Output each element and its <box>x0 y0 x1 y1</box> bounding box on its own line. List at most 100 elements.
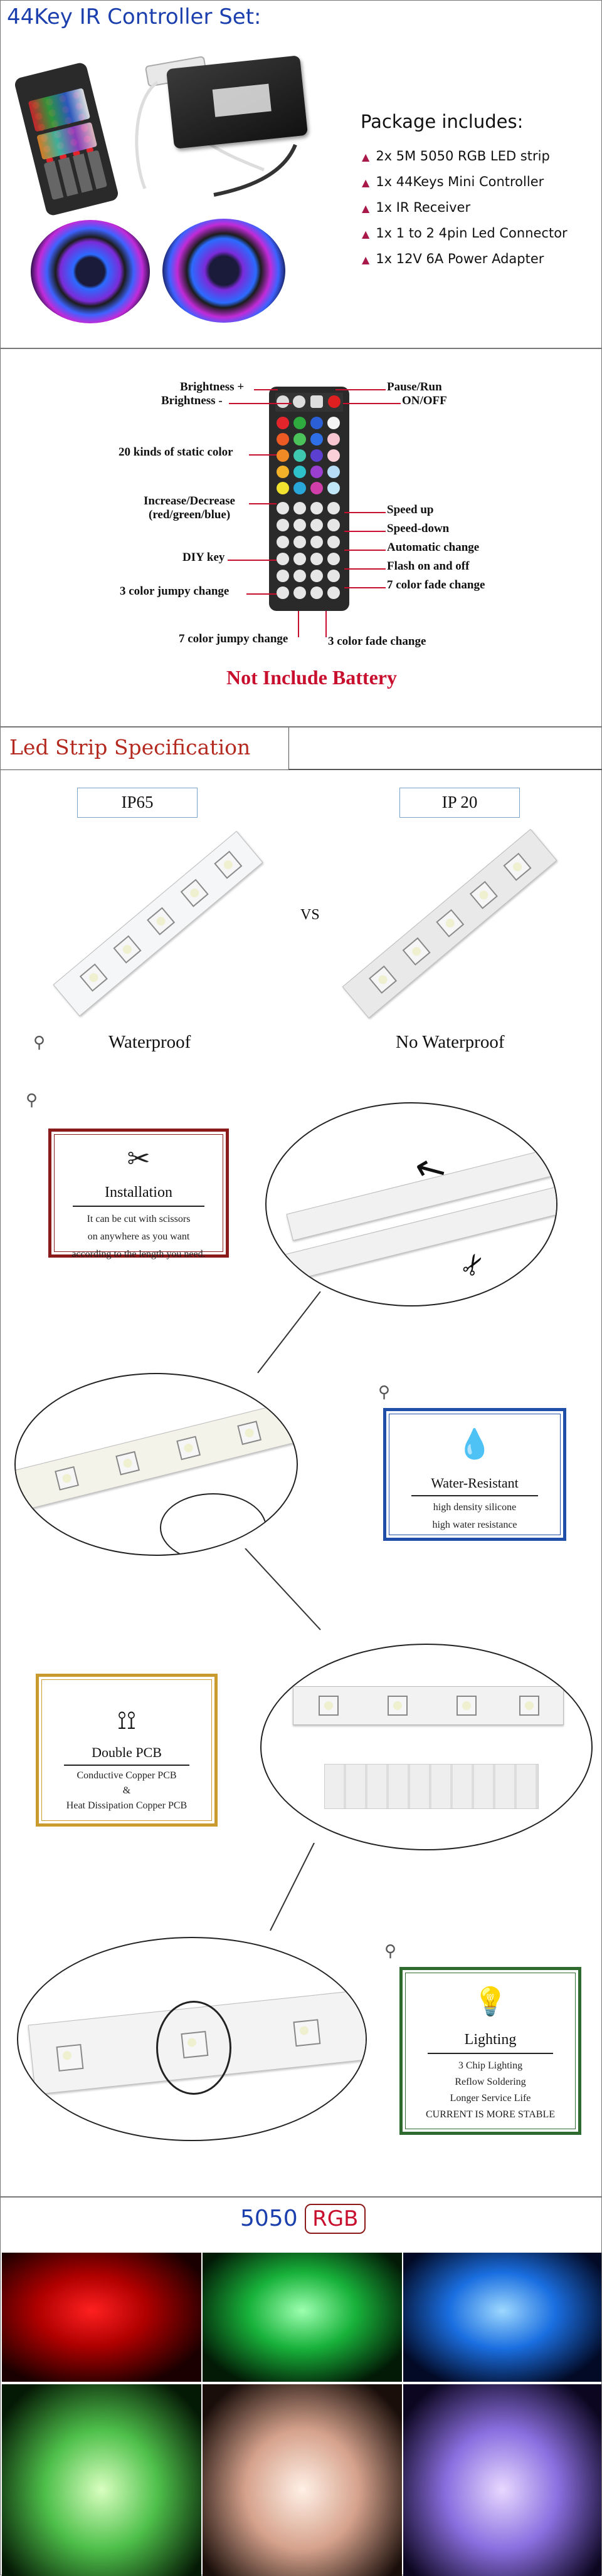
green-strip-photo <box>203 2253 402 2382</box>
package-item: ▲1x 1 to 2 4pin Led Connector <box>362 226 568 241</box>
color-key <box>293 482 306 494</box>
function-key <box>293 570 306 582</box>
pcb-detail-photo <box>260 1644 593 1850</box>
label-7-color-fade: 7 color fade change <box>387 578 485 592</box>
triangle-bullet-icon: ▲ <box>362 151 370 163</box>
model-label: 5050 RGB <box>240 2204 366 2234</box>
label-pause-run: Pause/Run <box>387 380 442 394</box>
label-static-color: 20 kinds of static color <box>119 446 233 459</box>
label-diy-key: DIY key <box>182 551 225 564</box>
led-reel-left <box>31 220 150 323</box>
pcb-icon: ⟟⟟ <box>117 1706 136 1734</box>
pin-icon: ⚲ <box>26 1091 38 1109</box>
spec-title: Led Strip Specification <box>9 735 251 759</box>
brightness-down-key <box>293 395 305 408</box>
power-key <box>328 395 341 408</box>
silicone-detail-photo <box>14 1373 298 1556</box>
function-key <box>293 519 306 531</box>
function-key <box>327 587 340 599</box>
rgb-badge: RGB <box>305 2204 366 2234</box>
label-3-color-fade: 3 color fade change <box>328 635 426 648</box>
light-bulb-icon: 💡 <box>473 1986 508 2017</box>
color-key <box>277 482 289 494</box>
waterproof-caption: Waterproof <box>108 1032 191 1052</box>
rgb-colors-section: 5050 RGB <box>0 2197 602 2576</box>
feature-title: Water-Resistant <box>431 1475 519 1491</box>
function-key <box>327 502 340 514</box>
color-key <box>327 466 340 478</box>
triangle-bullet-icon: ▲ <box>362 254 370 266</box>
color-key <box>310 482 323 494</box>
controller-set-section: 44Key IR Controller Set: Package include… <box>0 0 602 348</box>
label-3-color-jumpy: 3 color jumpy change <box>120 585 230 598</box>
color-key <box>310 417 323 429</box>
color-key <box>327 417 340 429</box>
installation-card: ✂ Installation It can be cut with scisso… <box>48 1129 229 1259</box>
function-key <box>293 536 306 548</box>
scissors-icon: ✂ <box>455 1247 493 1283</box>
cut-detail-photo: ↖ ✂ <box>265 1102 557 1306</box>
label-speed-up: Speed up <box>387 503 434 516</box>
color-key <box>327 482 340 494</box>
ip20-badge: IP 20 <box>399 788 520 818</box>
water-drop-icon: 💧 <box>457 1428 493 1460</box>
chip-detail-photo <box>17 1937 367 2141</box>
function-key <box>277 570 289 582</box>
function-key <box>327 570 340 582</box>
warm-white-strip-photo <box>203 2384 402 2576</box>
triangle-bullet-icon: ▲ <box>362 202 370 214</box>
pause-key <box>310 395 323 408</box>
function-key <box>310 570 323 582</box>
feature-title: Double PCB <box>92 1744 162 1760</box>
feature-desc: Conductive Copper PCB&Heat Dissipation C… <box>66 1770 187 1811</box>
color-key <box>277 466 289 478</box>
color-key <box>293 466 306 478</box>
triangle-bullet-icon: ▲ <box>362 177 370 189</box>
function-key <box>310 587 323 599</box>
function-key <box>310 536 323 548</box>
red-strip-photo <box>2 2253 201 2382</box>
label-automatic-change: Automatic change <box>387 541 480 554</box>
color-key <box>310 449 323 462</box>
label-speed-down: Speed-down <box>387 522 450 535</box>
color-key-grid <box>277 417 343 498</box>
function-key <box>293 502 306 514</box>
color-key <box>293 449 306 462</box>
package-list: ▲2x 5M 5050 RGB LED strip ▲1x 44Keys Min… <box>362 143 568 272</box>
pin-icon: ⚲ <box>33 1033 46 1051</box>
section-title: 44Key IR Controller Set: <box>7 4 261 29</box>
pin-icon: ⚲ <box>378 1383 391 1401</box>
feature-title: Installation <box>105 1184 172 1201</box>
brightness-up-key <box>277 395 289 408</box>
no-waterproof-caption: No Waterproof <box>396 1032 505 1052</box>
color-key <box>277 417 289 429</box>
color-key <box>310 466 323 478</box>
label-flash: Flash on and off <box>387 560 470 573</box>
battery-note: Not Include Battery <box>226 666 397 689</box>
function-key <box>310 519 323 531</box>
feature-title: Lighting <box>464 2031 517 2048</box>
remote-photo <box>13 61 120 217</box>
function-key <box>310 502 323 514</box>
label-brightness-up: Brightness + <box>180 380 245 394</box>
function-key <box>327 519 340 531</box>
color-key <box>293 417 306 429</box>
package-item: ▲1x 44Keys Mini Controller <box>362 174 544 189</box>
diy-key-grid <box>277 502 343 605</box>
double-pcb-card: ⟟⟟ Double PCB Conductive Copper PCB&Heat… <box>36 1674 218 1827</box>
package-heading: Package includes: <box>361 111 524 132</box>
function-key <box>277 587 289 599</box>
color-key <box>277 449 289 462</box>
pin-icon: ⚲ <box>384 1942 397 1960</box>
function-key <box>277 519 289 531</box>
vs-label: VS <box>300 907 320 923</box>
function-key <box>293 587 306 599</box>
led-spec-section: Led Strip Specification IP65 IP 20 VS ⚲ … <box>0 727 602 2197</box>
spec-tab: Led Strip Specification <box>1 727 289 770</box>
waterproof-strip-photo <box>53 830 263 1017</box>
